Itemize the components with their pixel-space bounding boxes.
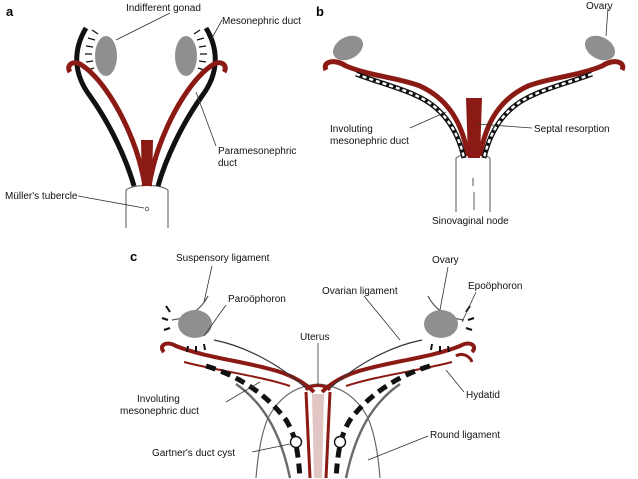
label-indifferent-gonad: Indifferent gonad: [126, 3, 201, 14]
panel-b-ovary-right: [584, 35, 616, 61]
label-gartners-duct-cyst: Gartner's duct cyst: [152, 448, 235, 459]
panel-a-leader-paramesonephric: [195, 91, 217, 147]
label-involuting-c-1: Involuting: [137, 394, 180, 405]
panel-b-paramesonephric-left: [322, 59, 471, 157]
panel-c-tube-left-lower: [183, 361, 291, 387]
panel-b-mesonephric-left-dashes: [355, 72, 466, 159]
panel-c-mesonephric-right: [333, 363, 431, 479]
panel-a-gonad-left: [95, 36, 117, 76]
panel-c-leader-ovary: [439, 266, 449, 311]
panel-b-ovary-left: [332, 35, 364, 61]
panel-c-uterus-walls: [304, 391, 332, 479]
panel-c-tubules-left: [161, 305, 206, 353]
panel-a-mesonephric-duct-right: [155, 26, 218, 187]
panel-c-ovarian-ligament-right: [329, 339, 423, 389]
panel-c-ovary-left: [178, 310, 212, 338]
panel-c-tube-right: [320, 341, 477, 394]
panel-c-mesonephric-left: [205, 363, 303, 479]
panel-c-leader-round-ligament: [367, 435, 429, 461]
panel-c-ovarian-ligament-left: [213, 339, 307, 389]
panel-b-leader-septal: [477, 123, 533, 129]
label-hydatid: Hydatid: [466, 390, 500, 401]
panel-c-leader-paroophoron: [203, 304, 227, 337]
panel-a-paramesonephric-duct-left: [66, 60, 148, 187]
panel-c-tube-left: [159, 341, 316, 394]
label-epoophoron: Epoöphoron: [468, 281, 523, 292]
label-paramesonephric-duct-1: Paramesonephric: [218, 146, 296, 157]
panel-a-fused-ducts: [141, 140, 153, 186]
label-ovarian-ligament: Ovarian ligament: [322, 286, 398, 297]
panel-b-mesonephric-right-dashes: [482, 72, 593, 159]
panel-c: c: [120, 249, 523, 479]
panel-c-leader-ovarian-ligament: [363, 295, 401, 341]
label-involuting-c-2: mesonephric duct: [120, 406, 199, 417]
label-round-ligament: Round ligament: [430, 430, 500, 441]
label-uterus: Uterus: [300, 332, 329, 343]
label-paramesonephric-duct-2: duct: [218, 158, 237, 169]
panel-c-leader-involuting: [225, 381, 261, 403]
panel-b-paramesonephric-right: [477, 59, 626, 157]
panel-b-leader-ovary: [605, 7, 609, 37]
panel-a-letter: a: [6, 4, 14, 19]
panel-a-tubules-left: [85, 29, 99, 71]
panel-a-leader-mesonephric: [211, 19, 223, 39]
panel-c-tube-right-lower: [345, 361, 453, 387]
label-paroophoron: Paroöphoron: [228, 294, 286, 305]
panel-b-fused-uterus: [466, 98, 482, 158]
panel-b: b Ovary Involuting mesonephric duct Sept…: [316, 1, 626, 227]
panel-c-leader-gartner: [251, 443, 291, 453]
panel-a-mesonephric-duct-left: [74, 26, 137, 187]
panel-c-round-ligament-left: [235, 383, 292, 479]
panel-c-leader-suspensory: [203, 265, 213, 303]
label-septal-resorption: Septal resorption: [534, 124, 610, 135]
label-involuting-b-2: mesonephric duct: [330, 136, 409, 147]
panel-a-gonad-right: [175, 36, 197, 76]
label-mesonephric-duct: Mesonephric duct: [222, 16, 301, 27]
panel-a-leader-gonad: [115, 12, 171, 41]
label-mullers-tubercle: Müller's tubercle: [5, 191, 78, 202]
label-sinovaginal-node: Sinovaginal node: [432, 216, 509, 227]
panel-a: a Indifferent gonad Mesonephric duct Par…: [5, 3, 301, 228]
panel-a-leader-tubercle: [77, 195, 145, 209]
label-ovary-c: Ovary: [432, 255, 459, 266]
panel-a-tubercle-dot: [144, 206, 150, 212]
panel-b-letter: b: [316, 4, 324, 19]
panel-c-leader-hydatid: [445, 369, 465, 393]
panel-c-gartner-cyst-left: [289, 435, 303, 449]
panel-c-ovary-right: [424, 310, 458, 338]
panel-c-letter: c: [130, 249, 137, 264]
panel-c-hydatid: [455, 352, 474, 363]
panel-b-leader-involuting: [409, 111, 447, 129]
panel-c-uterus-body: [312, 394, 324, 478]
label-suspensory-ligament: Suspensory ligament: [176, 253, 270, 264]
label-ovary-b: Ovary: [586, 1, 613, 12]
panel-c-gartner-cyst-right: [333, 435, 347, 449]
panel-a-paramesonephric-duct-right: [146, 60, 228, 187]
panel-b-mesonephric-right-outer: [481, 71, 593, 159]
panel-a-urogenital-sinus: [125, 185, 169, 228]
label-involuting-b-1: Involuting: [330, 124, 373, 135]
panel-c-leader-epoophoron: [461, 291, 477, 323]
panel-c-round-ligament-right: [344, 383, 401, 479]
panel-a-tubules-right: [193, 29, 207, 71]
